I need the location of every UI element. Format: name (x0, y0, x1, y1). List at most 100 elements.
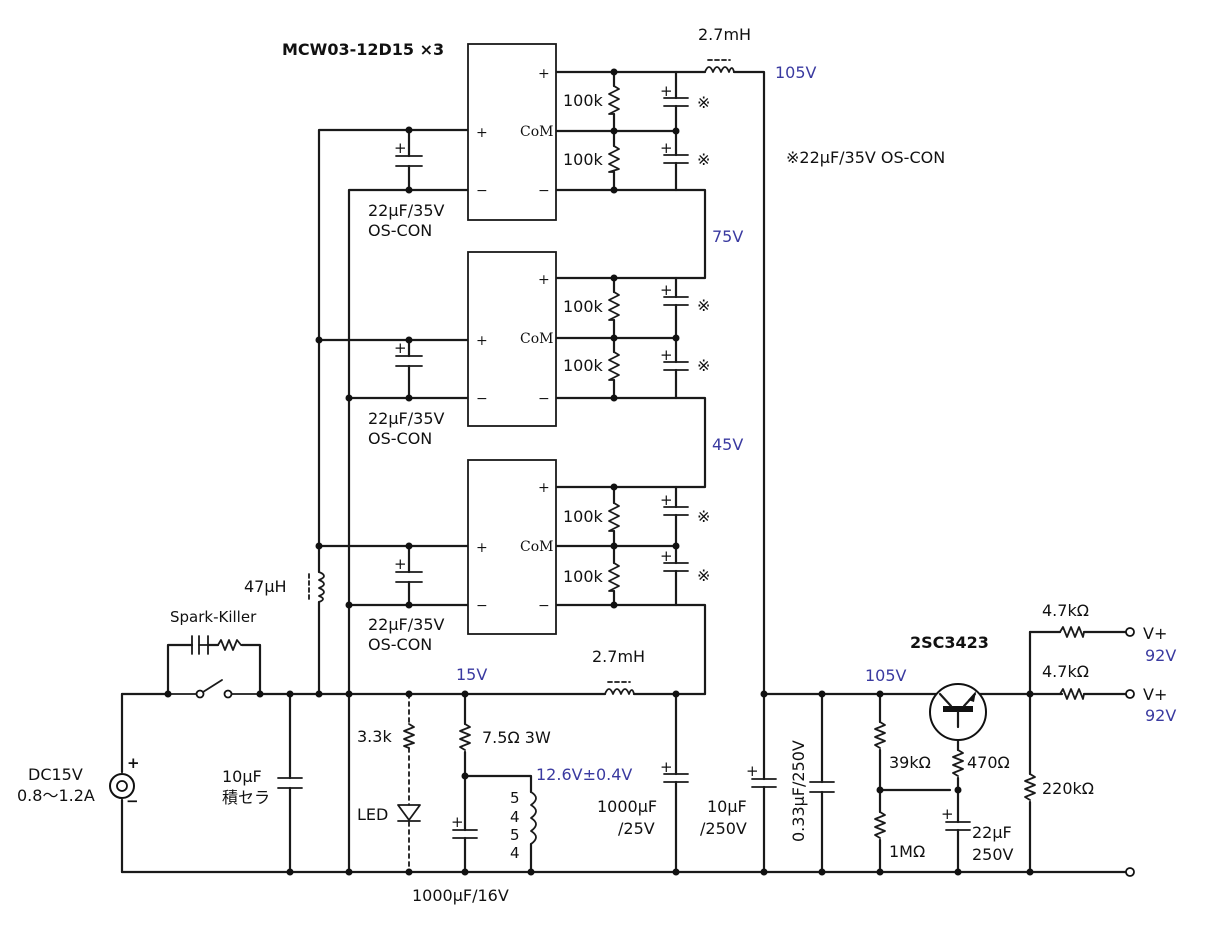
resistor-100k-2b (608, 351, 620, 381)
pin-plus-in-1: + (476, 125, 488, 141)
module-cap-type: OS-CON (368, 635, 432, 654)
svg-text:+: + (660, 139, 673, 157)
voltage-15v: 15V (456, 665, 487, 684)
pin-com-2: CoM (520, 331, 553, 347)
resistor-spark-killer (217, 639, 242, 651)
pin-plus-in-2: + (476, 333, 488, 349)
inductors (308, 59, 735, 695)
pin-minus-out-3: − (538, 598, 550, 614)
voltage-105v-output: 105V (865, 666, 907, 685)
module-cap-label: 22μF/35V (368, 615, 444, 634)
voltage-ref: 12.6V±0.4V (536, 765, 632, 784)
cap-10uf-voltage: /250V (700, 819, 747, 838)
resistor-3k3-label: 3.3k (357, 727, 392, 746)
inductor-47uh-label: 47μH (244, 577, 287, 596)
converter-module-3 (467, 459, 557, 635)
resistor-100k-1b (608, 145, 620, 173)
cap-10uf-label: 10μF (707, 797, 747, 816)
module-cap-type: OS-CON (368, 429, 432, 448)
input-cap-label: 10μF (222, 767, 262, 786)
label-100k: 100k (563, 356, 604, 375)
input-cap-type: 積セラ (222, 788, 270, 807)
resistor-4k7-label-2: 4.7kΩ (1042, 662, 1089, 681)
resistor-470 (952, 749, 964, 777)
pin-plus-out-3: + (538, 480, 550, 496)
svg-text:+: + (660, 758, 673, 776)
converter-module-1 (467, 43, 557, 221)
ref-cap-label: 1000μF/16V (412, 886, 509, 905)
pin-minus-in-1: − (476, 183, 488, 199)
ref-pin: 4 (510, 808, 520, 826)
cap-22uf-voltage: 250V (972, 845, 1014, 864)
inductor-top-label: 2.7mH (698, 25, 751, 44)
pin-minus-in-3: − (476, 598, 488, 614)
module-cap-label: 22μF/35V (368, 409, 444, 428)
resistor-39k (874, 721, 886, 749)
resistor-3k3 (403, 723, 415, 749)
label-100k: 100k (563, 91, 604, 110)
capacitor-note: ※22μF/35V OS-CON (786, 148, 945, 167)
pin-plus-in-3: + (476, 540, 488, 556)
ref-pin: 5 (510, 789, 520, 807)
misc-parts: + − (109, 679, 537, 845)
svg-text:+: + (941, 805, 954, 823)
svg-text:+: + (660, 281, 673, 299)
voltage-75v: 75V (712, 227, 743, 246)
resistor-1m-label: 1MΩ (889, 842, 925, 861)
resistor-470-label: 470Ω (967, 753, 1010, 772)
resistors (217, 85, 1085, 839)
svg-text:−: − (126, 792, 139, 810)
note-mark: ※ (697, 356, 710, 375)
svg-text:+: + (746, 762, 759, 780)
svg-text:+: + (394, 339, 407, 357)
converter-title: MCW03-12D15 ×3 (282, 40, 444, 59)
label-100k: 100k (563, 297, 604, 316)
note-mark: ※ (697, 566, 710, 585)
module-cap-label: 22μF/35V (368, 201, 444, 220)
resistor-4k7-1 (1059, 626, 1085, 638)
output-label-1: V+ (1143, 624, 1167, 643)
inductor-47uh (318, 571, 325, 603)
resistor-7r5 (459, 723, 471, 751)
terminal-out-1 (1125, 627, 1135, 637)
spark-killer-label: Spark-Killer (170, 608, 257, 626)
pin-minus-out-1: − (538, 183, 550, 199)
label-100k: 100k (563, 150, 604, 169)
label-100k: 100k (563, 507, 604, 526)
terminal-gnd (1125, 867, 1135, 877)
resistor-1m (874, 811, 886, 839)
svg-text:+: + (660, 547, 673, 565)
svg-text:+: + (660, 346, 673, 364)
module-cap-type: OS-CON (368, 221, 432, 240)
pin-com-1: CoM (520, 124, 553, 140)
converter-modules (467, 43, 557, 635)
converter-module-2 (467, 251, 557, 427)
svg-text:+: + (451, 813, 464, 831)
supply-current: 0.8〜1.2A (17, 786, 95, 805)
note-mark: ※ (697, 296, 710, 315)
ref-pin: 4 (510, 844, 520, 862)
cap-1000uf-label: 1000μF (597, 797, 657, 816)
resistor-100k-1a (608, 85, 620, 115)
junctions (164, 68, 1034, 876)
cap-1000uf-voltage: /25V (618, 819, 655, 838)
led-label: LED (357, 805, 388, 824)
pin-minus-in-2: − (476, 391, 488, 407)
output-label-2: V+ (1143, 685, 1167, 704)
resistor-7r5-label: 7.5Ω 3W (482, 728, 551, 747)
svg-text:+: + (127, 754, 140, 772)
resistor-39k-label: 39kΩ (889, 753, 931, 772)
resistor-220k (1024, 773, 1036, 801)
svg-text:+: + (394, 555, 407, 573)
label-100k: 100k (563, 567, 604, 586)
note-mark: ※ (697, 507, 710, 526)
inductor-bottom-label: 2.7mH (592, 647, 645, 666)
supply-label: DC15V (28, 765, 83, 784)
voltage-45v: 45V (712, 435, 743, 454)
labels: MCW03-12D15 ×3 2.7mH 105V ※22μF/35V OS-C… (17, 25, 1176, 905)
wires (120, 70, 1130, 874)
resistor-100k-2a (608, 291, 620, 321)
pin-plus-out-2: + (538, 272, 550, 288)
